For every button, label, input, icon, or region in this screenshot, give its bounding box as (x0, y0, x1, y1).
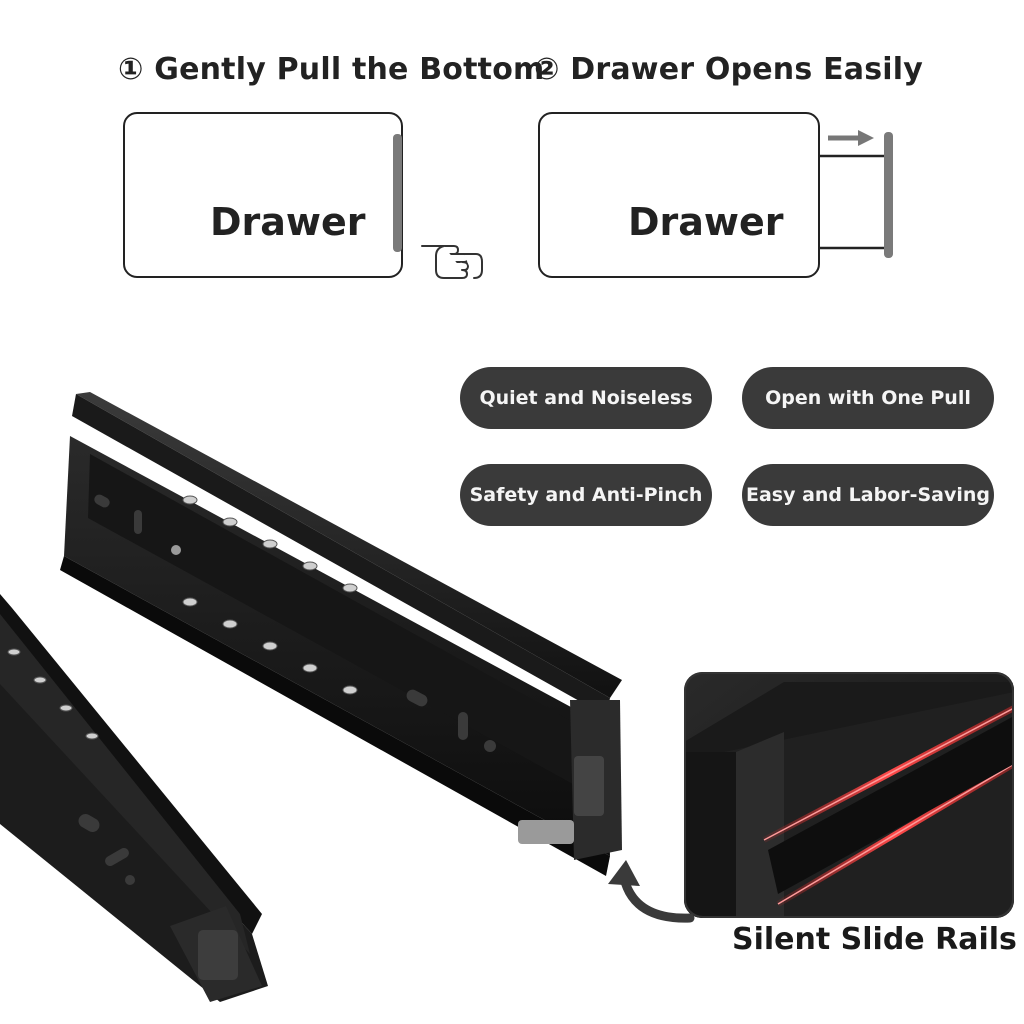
step-2-title: ② Drawer Opens Easily (534, 52, 923, 87)
drawer-open (538, 112, 820, 278)
drawer-extension-lines (820, 132, 893, 258)
drawer-open-label: Drawer (628, 200, 784, 244)
drawer-closed-label: Drawer (210, 200, 366, 244)
arrow-right-icon (828, 130, 874, 146)
drawer-closed-handle (393, 134, 402, 252)
inset-caption: Silent Slide Rails (732, 922, 1017, 957)
slide-rail-main (60, 392, 622, 876)
feature-labor-saving: Easy and Labor-Saving (742, 464, 994, 526)
feature-one-pull: Open with One Pull (742, 367, 994, 429)
drawer-closed (123, 112, 403, 278)
feature-anti-pinch: Safety and Anti-Pinch (460, 464, 712, 526)
curved-arrow-icon (608, 860, 695, 923)
feature-quiet: Quiet and Noiseless (460, 367, 712, 429)
step-1-title: ① Gently Pull the Bottom (118, 52, 545, 87)
slide-rail-secondary (0, 594, 268, 1002)
inset-photo (684, 672, 1014, 918)
pointing-hand-icon (421, 245, 483, 279)
